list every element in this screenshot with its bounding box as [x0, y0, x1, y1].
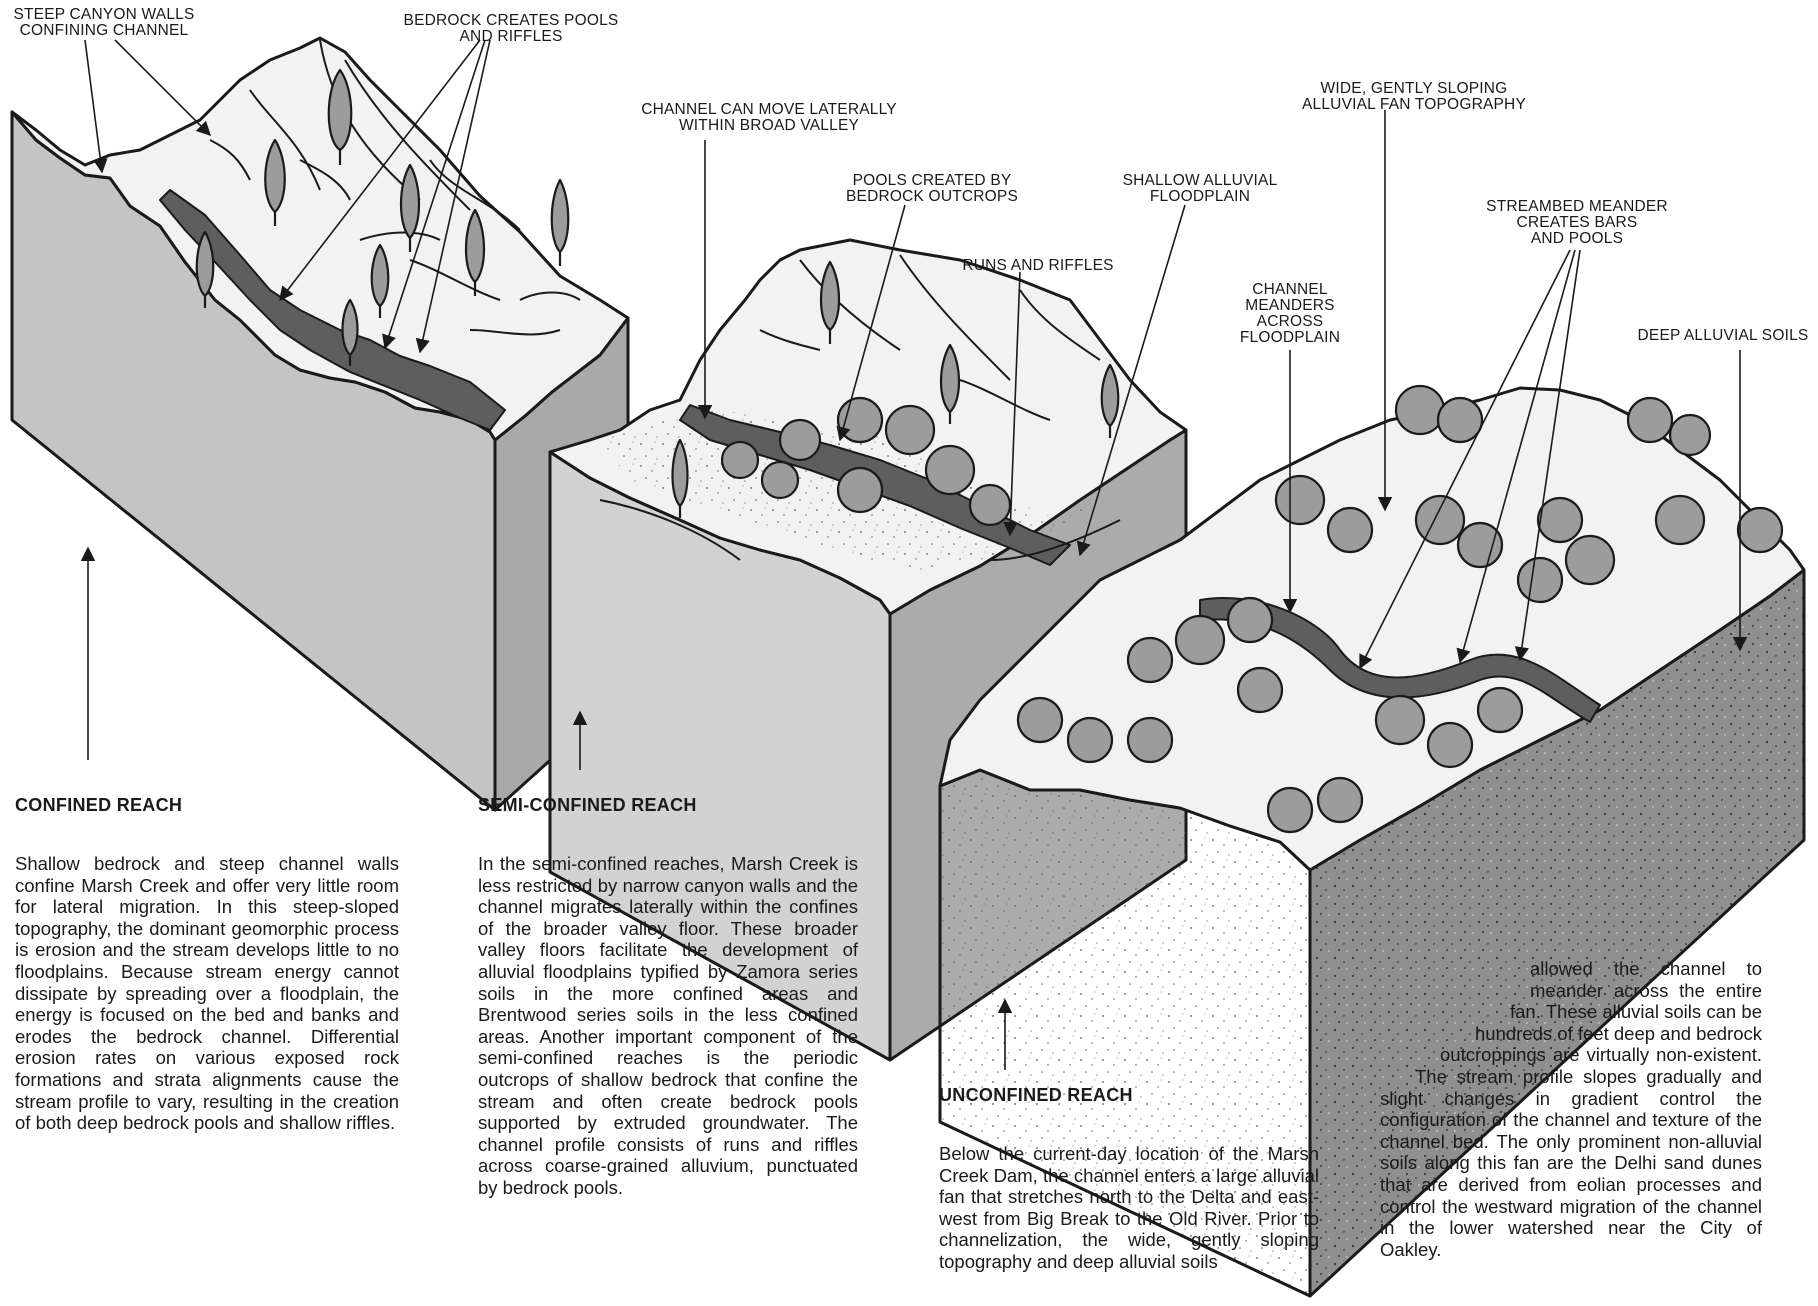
unconfined-reach-description-continued: allowed the channel to meander across th…	[1380, 958, 1762, 1288]
label-wide-alluvial-fan: WIDE, GENTLY SLOPING ALLUVIAL FAN TOPOGR…	[1284, 81, 1544, 113]
label-runs-riffles: RUNS AND RIFFLES	[948, 258, 1128, 274]
confined-reach-description: Shallow bedrock and steep channel walls …	[15, 853, 399, 1134]
label-shallow-alluvial-floodplain: SHALLOW ALLUVIAL FLOODPLAIN	[1110, 173, 1290, 205]
label-pools-bedrock-outcrops: POOLS CREATED BY BEDROCK OUTCROPS	[834, 173, 1030, 205]
semi-confined-reach-description: In the semi-confined reaches, Marsh Cree…	[478, 853, 858, 1199]
heading-semi-confined-reach: SEMI-CONFINED REACH	[478, 795, 697, 816]
confined-block	[12, 38, 628, 810]
label-channel-moves-laterally: CHANNEL CAN MOVE LATERALLY WITHIN BROAD …	[624, 102, 914, 134]
heading-unconfined-reach: UNCONFINED REACH	[939, 1085, 1133, 1106]
label-streambed-meander: STREAMBED MEANDER CREATES BARS AND POOLS	[1472, 199, 1682, 247]
unconfined-reach-description: Below the current-day location of the Ma…	[939, 1143, 1319, 1273]
label-channel-meanders: CHANNEL MEANDERS ACROSS FLOODPLAIN	[1230, 282, 1350, 346]
label-steep-canyon-walls: STEEP CANYON WALLS CONFINING CHANNEL	[4, 7, 204, 39]
label-deep-alluvial-soils: DEEP ALLUVIAL SOILS	[1630, 328, 1816, 344]
heading-confined-reach: CONFINED REACH	[15, 795, 182, 816]
label-bedrock-pools-riffles: BEDROCK CREATES POOLS AND RIFFLES	[396, 13, 626, 45]
